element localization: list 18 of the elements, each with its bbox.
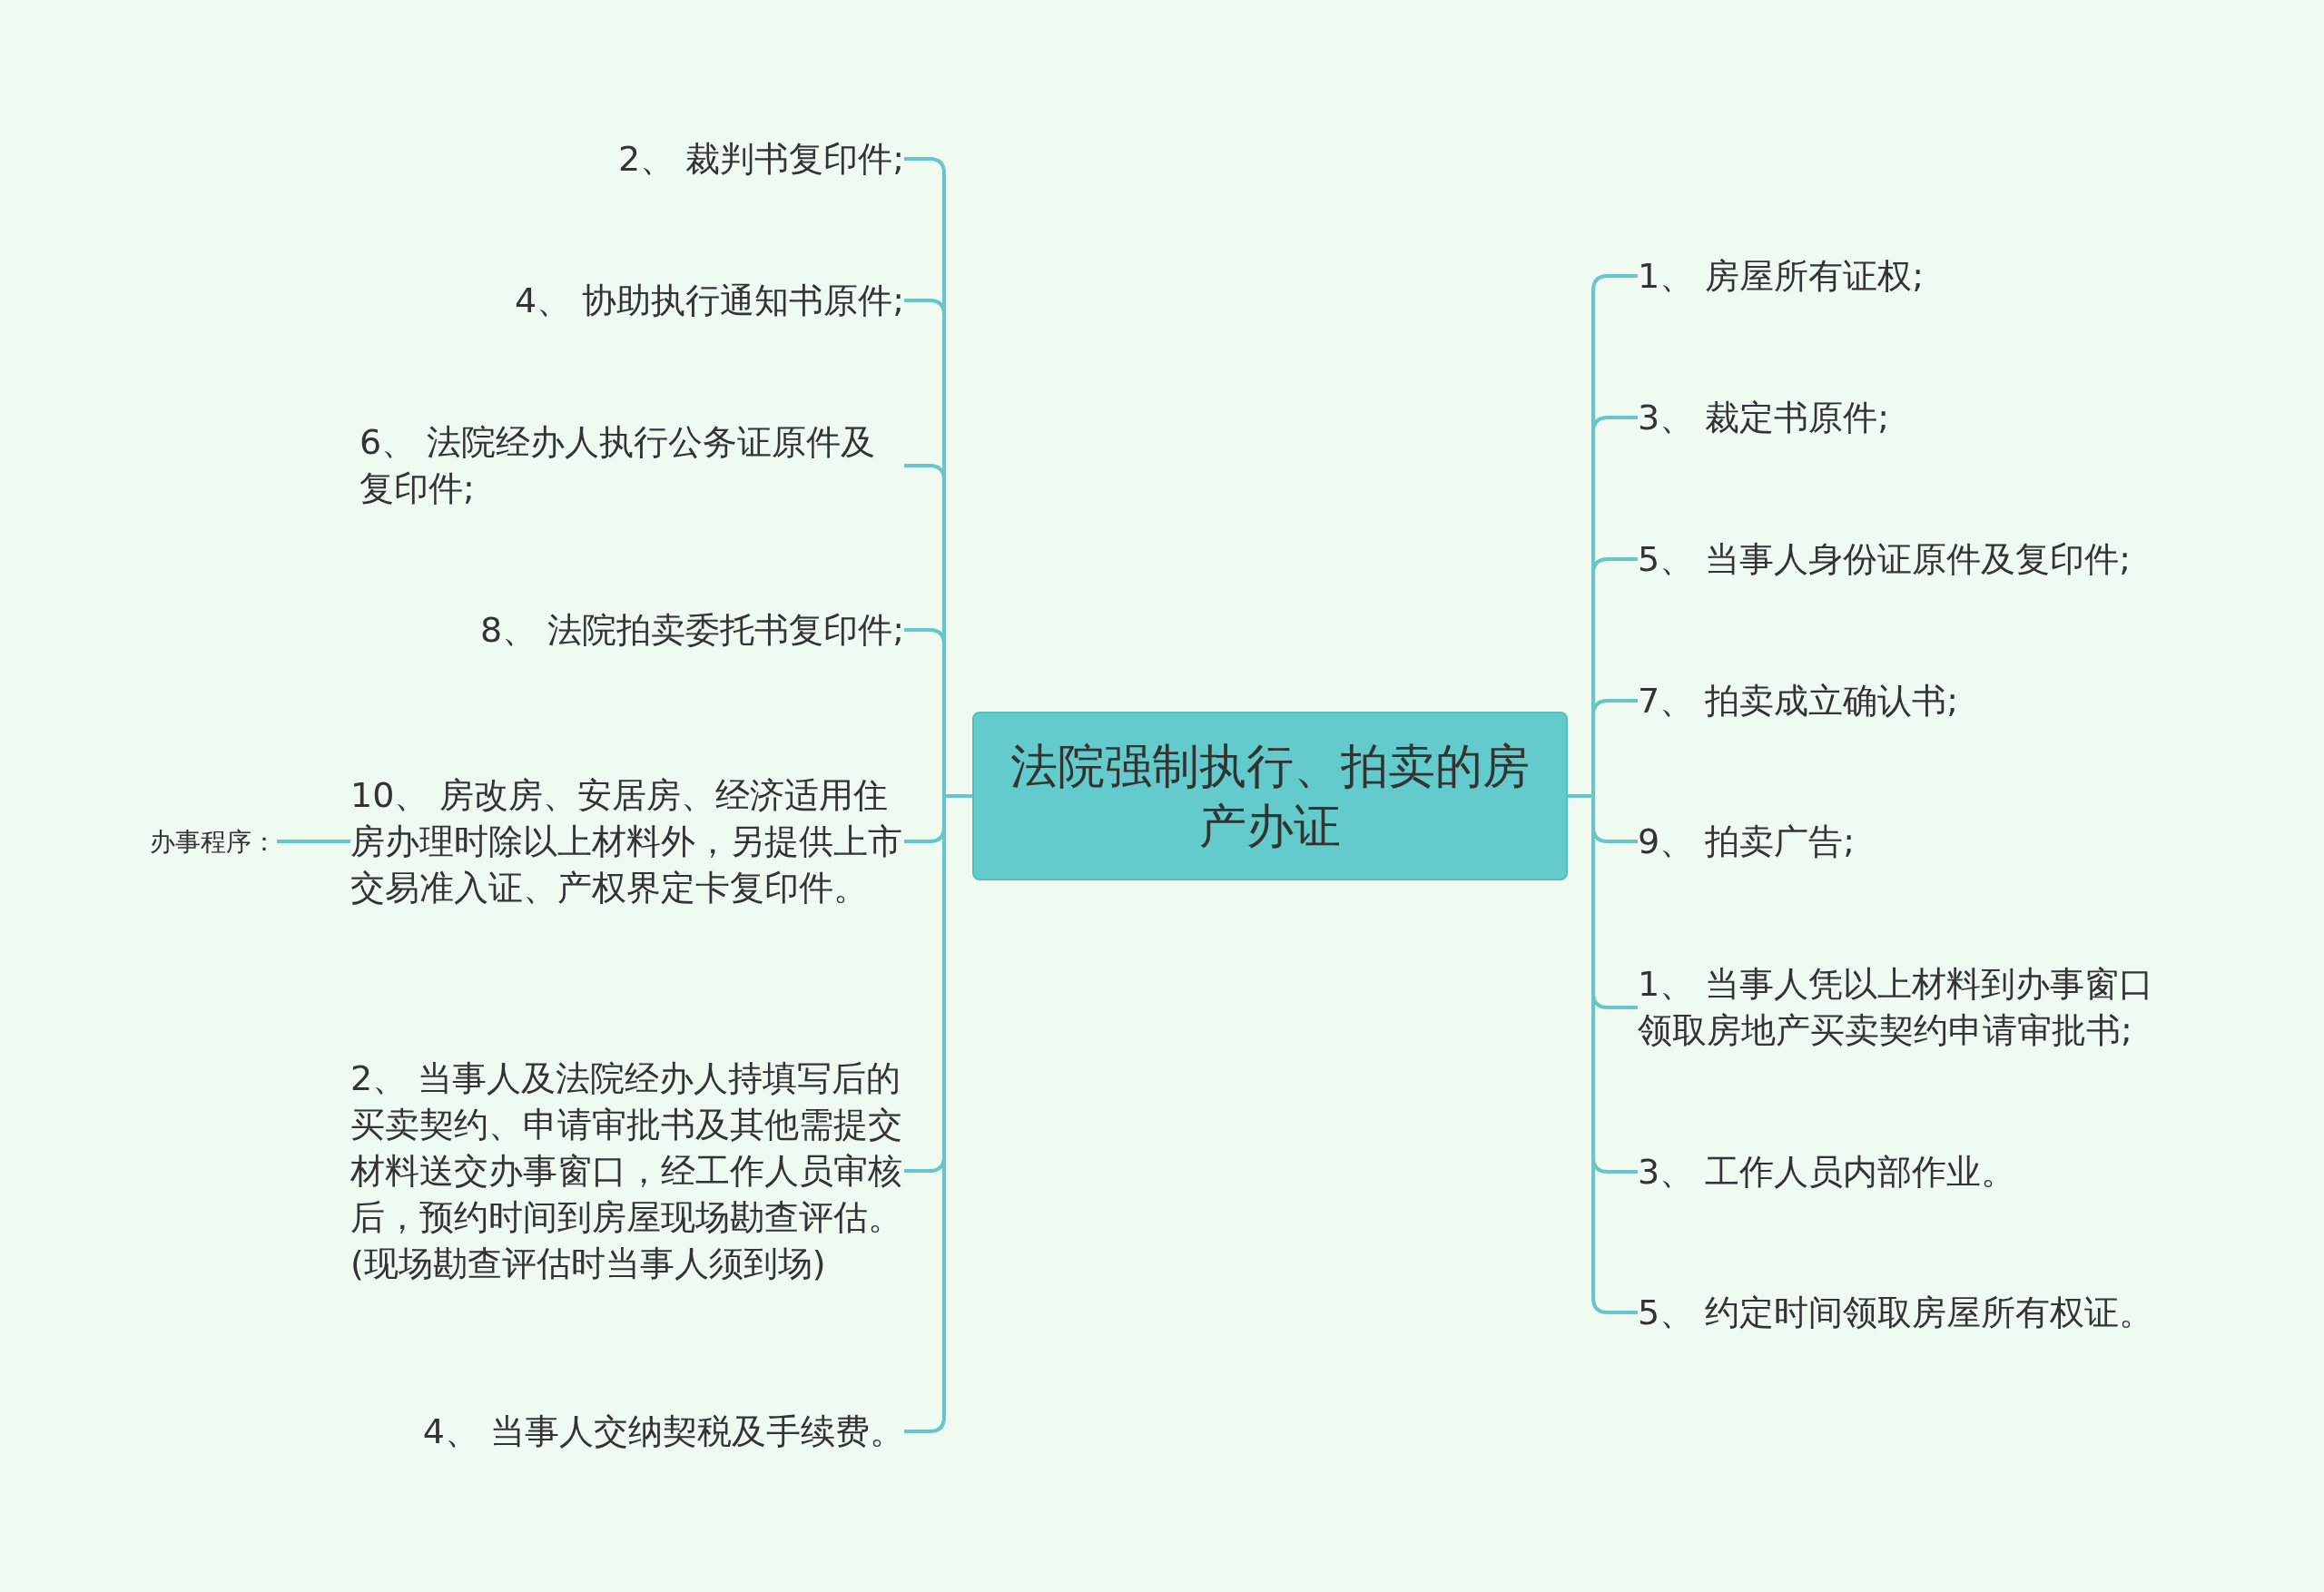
list-item-text: 5、 约定时间领取房屋所有权证。 [1638, 1289, 2154, 1336]
list-item-text: 4、 协助执行通知书原件; [514, 277, 904, 324]
list-item-text: 4、 当事人交纳契税及手续费。 [422, 1408, 904, 1455]
list-item-text: 10、 房改房、安居房、经济适用住房办理时除以上材料外，另提供上市交易准入证、产权界定卡复印件。 [350, 771, 904, 911]
list-item-text: 7、 拍卖成立确认书; [1638, 677, 1959, 724]
topic-box: 法院强制执行、拍卖的房产办证 [972, 712, 1568, 880]
list-item-text: 5、 当事人身份证原件及复印件; [1638, 536, 2132, 583]
list-item-text: 2、 裁判书复印件; [617, 135, 904, 182]
list-item-text: 2、 当事人及法院经办人持填写后的买卖契约、申请审批书及其他需提交材料送交办事窗口，经工作人员审核后，预约时间到房屋现场勘查评估。(现场勘查评估时当事人须到场) [350, 1055, 904, 1287]
list-item-text: 3、 裁定书原件; [1638, 394, 1890, 441]
list-item-text: 1、 当事人凭以上材料到办事窗口领取房地产买卖契约申请审批书; [1638, 961, 2182, 1054]
connector-line [277, 840, 350, 843]
list-item-text: 3、 工作人员内部作业。 [1638, 1148, 2016, 1195]
list-item-text: 6、 法院经办人执行公务证原件及复印件; [359, 419, 904, 512]
list-item-text: 1、 房屋所有证权; [1638, 252, 1925, 300]
note-text: 办事程序： [150, 818, 277, 865]
list-item-text: 9、 拍卖广告; [1638, 818, 1856, 865]
list-item-text: 8、 法院拍卖委托书复印件; [479, 606, 904, 654]
